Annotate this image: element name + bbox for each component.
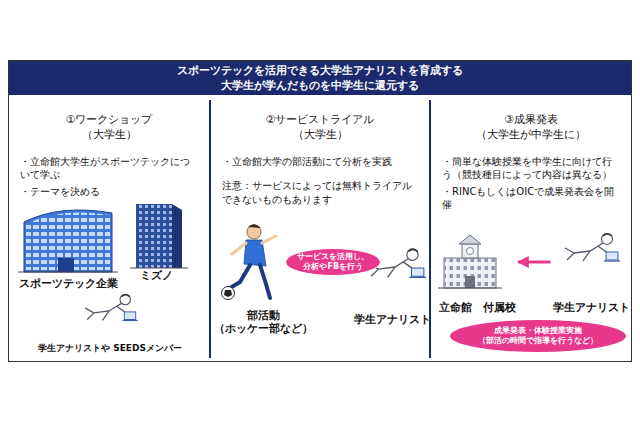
student-analyst-figure bbox=[565, 234, 620, 262]
soccer-player-part bbox=[248, 224, 261, 228]
actor-figure: ミズノ bbox=[124, 198, 188, 282]
school-building-part bbox=[438, 288, 502, 289]
step-panel: ②サービストライアル（大学生） ・立命館大学の部活動にて分析を実践注意：サービスに… bbox=[214, 100, 426, 358]
soccer-player-part bbox=[247, 225, 261, 239]
bullet-text: ・簡単な体験授業を中学生に向けて行う（競技種目によって内容は異なる） bbox=[442, 155, 620, 182]
caption-text: 成果発表・体験授業実施 （部活の時間で指導を行うなど） bbox=[460, 326, 616, 346]
school-building-part bbox=[465, 276, 475, 288]
school-building-part bbox=[462, 244, 478, 258]
mizuno-building-part bbox=[136, 204, 172, 268]
title-line: 大学生が学んだものを中学生に還元する bbox=[9, 78, 631, 93]
caption-text: ミズノ bbox=[140, 269, 173, 282]
column-divider bbox=[209, 100, 211, 358]
caption-text: 学生アナリスト bbox=[553, 301, 630, 314]
mizuno-building-part bbox=[172, 204, 182, 268]
mizuno-building-part bbox=[136, 204, 172, 268]
school-building-part bbox=[444, 258, 496, 288]
caption-text: 学生アナリスト bbox=[354, 313, 431, 326]
step-heading: ①ワークショップ bbox=[20, 112, 198, 127]
actor-figure: 学生アナリストや SEEDSメンバー bbox=[38, 288, 182, 354]
soccer-player-part bbox=[222, 287, 235, 300]
company-building-part bbox=[26, 212, 110, 272]
title-band: スポーツテックを活用できる大学生アナリストを育成する大学生が学んだものを中学生に… bbox=[9, 61, 631, 95]
step-panel: ③成果発表（大学生が中学生に） ・簡単な体験授業を中学生に向けて行う（競技種目によ… bbox=[434, 100, 628, 358]
student-analyst-figure bbox=[85, 294, 137, 320]
bullet-text: ・RINCもしくはOICで成果発表会を開催 bbox=[442, 185, 620, 212]
bullet-text: ・テーマを決める bbox=[20, 185, 198, 199]
mizuno-building bbox=[130, 204, 188, 268]
result-ellipse: 成果発表・体験授業実施 （部活の時間で指導を行うなど） bbox=[450, 320, 626, 352]
school-building bbox=[438, 235, 502, 288]
title-line: スポーツテックを活用できる大学生アナリストを育成する bbox=[9, 63, 631, 78]
note-text: 注意：サービスによっては無料トライアルできないものもあります bbox=[222, 179, 418, 206]
step-heading: （大学生が中学生に） bbox=[442, 127, 620, 142]
step-heading: ②サービストライアル bbox=[222, 112, 418, 127]
soccer-player-part bbox=[224, 290, 232, 297]
school-building-part bbox=[459, 235, 481, 244]
actor-figure: スポーツテック企業 bbox=[16, 198, 120, 290]
caption-text: 学生アナリストや SEEDSメンバー bbox=[38, 343, 182, 354]
soccer-player-part bbox=[232, 236, 276, 254]
company-building-part bbox=[24, 210, 112, 272]
step-heading: （大学生） bbox=[222, 127, 418, 142]
soccer-player-part bbox=[230, 265, 270, 298]
caption-text: スポーツテック企業 bbox=[19, 277, 118, 290]
bullet-text: ・立命館大学の部活動にて分析を実践 bbox=[222, 155, 418, 169]
actor-figure: 部活動 （ホッケー部など） bbox=[211, 215, 315, 335]
step-heading: （大学生） bbox=[20, 127, 198, 142]
actor-figure: 立命館 付属校 bbox=[436, 238, 518, 314]
company-building bbox=[18, 210, 118, 272]
bullet-text: ・立命館大学生がスポーツテックについて学ぶ bbox=[20, 155, 198, 182]
caption-text: 立命館 付属校 bbox=[439, 301, 516, 314]
mizuno-building-part bbox=[130, 268, 188, 269]
step-panel: ①ワークショップ（大学生） ・立命館大学生がスポーツテックについて学ぶ・テーマを決… bbox=[12, 100, 206, 358]
actor-figure: 学生アナリスト bbox=[352, 232, 433, 326]
soccer-player bbox=[222, 224, 277, 299]
actor-figure: 学生アナリスト bbox=[551, 220, 632, 314]
flow-arrow bbox=[518, 261, 551, 264]
step-heading: ③成果発表 bbox=[442, 112, 620, 127]
school-building-part bbox=[444, 258, 496, 288]
company-building-part bbox=[18, 272, 118, 273]
caption-text: 部活動 （ホッケー部など） bbox=[211, 309, 315, 335]
arrow-label: サービスを活用し、分析やFBを行う bbox=[285, 248, 381, 276]
company-building-part bbox=[58, 258, 74, 272]
school-building-part bbox=[467, 248, 474, 255]
